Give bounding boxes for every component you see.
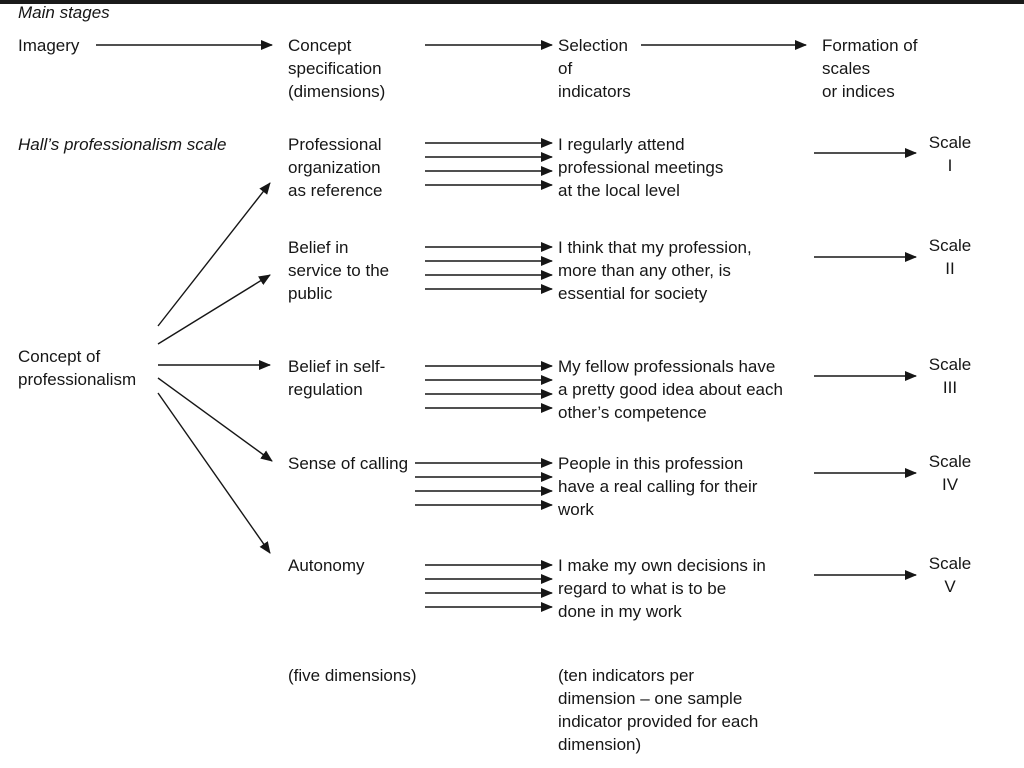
indicator-essential-for-society: I think that my profession, more than an…	[558, 238, 752, 303]
arrow-concept-to-dimension-4	[157, 377, 273, 462]
indicator-real-calling: People in this profession have a real ca…	[558, 454, 758, 519]
dimension-service-to-public: Belief in service to the public	[288, 238, 390, 303]
five-dimensions-note: (five dimensions)	[288, 666, 417, 685]
ten-indicators-note: (ten indicators per dimension – one samp…	[558, 666, 759, 754]
main-stages-label: Main stages	[18, 3, 110, 22]
indicator-professional-meetings: I regularly attend professional meetings…	[558, 135, 724, 200]
concept-of-professionalism-label: Concept of professionalism	[18, 347, 137, 389]
dimension-self-regulation: Belief in self- regulation	[288, 357, 386, 399]
arrow-concept-to-dimension-1	[157, 182, 271, 327]
formation-of-scales-label: Formation of scales or indices	[822, 36, 918, 101]
scale-iv-label: Scale IV	[928, 452, 972, 494]
selection-of-indicators-label: Selection of indicators	[558, 36, 631, 101]
top-rule	[0, 0, 1024, 4]
dimension-autonomy: Autonomy	[288, 556, 365, 575]
concept-specification-label: Concept specification (dimensions)	[288, 36, 386, 101]
hall-scale-label: Hall’s professionalism scale	[18, 135, 227, 154]
dimension-sense-of-calling: Sense of calling	[288, 454, 409, 473]
arrow-concept-to-dimension-5	[157, 392, 271, 554]
scale-iii-label: Scale III	[928, 355, 972, 397]
scale-i-label: Scale I	[928, 133, 972, 175]
arrow-concept-to-dimension-2	[157, 274, 271, 345]
scale-ii-label: Scale II	[928, 236, 972, 278]
indicator-competence: My fellow professionals have a pretty go…	[558, 357, 783, 422]
scale-v-label: Scale V	[928, 554, 972, 596]
imagery-label: Imagery	[18, 36, 80, 55]
indicator-own-decisions: I make my own decisions in regard to wha…	[558, 556, 766, 621]
dimension-professional-organization: Professional organization as reference	[288, 135, 383, 200]
